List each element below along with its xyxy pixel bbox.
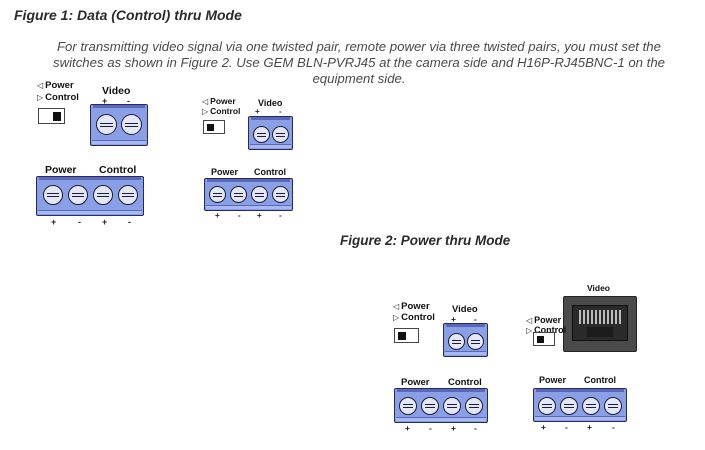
terminal-plus: + xyxy=(257,211,262,220)
terminal-plus: + xyxy=(541,422,546,432)
switch-label-control: ▷Control xyxy=(202,106,241,116)
rj45-jack-icon xyxy=(563,296,637,352)
terminal-minus: - xyxy=(565,422,568,432)
fig2-equipment-side-group: Video ◁Power ▷Control Power Control + - … xyxy=(0,0,637,432)
screw-icon xyxy=(43,185,63,205)
switch-label-power: ◁Power xyxy=(202,96,236,106)
screw-icon xyxy=(253,126,270,143)
screw-icon xyxy=(68,185,88,205)
screw-icon xyxy=(118,185,138,205)
terminal-minus: - xyxy=(279,211,282,220)
power-header: Power xyxy=(401,377,430,388)
fig1-camera-side-group: ◁Power ▷Control Video + - Power Control … xyxy=(0,0,148,227)
switch-label-control: ▷Control xyxy=(393,312,435,323)
control-header: Control xyxy=(254,167,286,177)
power-header: Power xyxy=(45,164,77,176)
terminal-minus: - xyxy=(238,211,241,220)
screw-icon xyxy=(209,186,226,203)
power-control-terminal-block xyxy=(36,176,144,216)
video-plus: + xyxy=(255,107,260,116)
screw-icon xyxy=(121,114,142,135)
screw-icon xyxy=(272,126,289,143)
mode-switch[interactable] xyxy=(394,328,419,343)
mode-switch[interactable] xyxy=(203,120,225,134)
video-terminal-block xyxy=(443,323,488,357)
screw-icon xyxy=(448,333,465,350)
video-terminal-block xyxy=(90,104,148,146)
screw-icon xyxy=(467,333,484,350)
screw-icon xyxy=(272,186,289,203)
power-control-terminal-block xyxy=(533,388,627,422)
video-terminal-block xyxy=(248,116,293,150)
switch-knob-icon xyxy=(398,332,406,340)
screw-icon xyxy=(465,397,483,415)
mode-switch[interactable] xyxy=(533,332,555,346)
control-header: Control xyxy=(584,375,616,385)
screw-icon xyxy=(538,397,556,415)
video-minus: - xyxy=(127,96,130,106)
video-header: Video xyxy=(587,283,610,293)
power-control-terminal-block xyxy=(394,388,488,423)
figure-2-title: Figure 2: Power thru Mode xyxy=(340,233,511,248)
switch-label-power: ◁Power xyxy=(393,301,430,312)
video-header: Video xyxy=(102,85,131,97)
video-plus: + xyxy=(451,314,456,324)
terminal-plus: + xyxy=(102,217,108,227)
mode-switch[interactable] xyxy=(38,108,65,124)
screw-icon xyxy=(443,397,461,415)
description-line-3: equipment side. xyxy=(312,71,406,86)
switch-label-control: ▷Control xyxy=(526,325,567,335)
switch-knob-icon xyxy=(207,124,214,131)
terminal-minus: - xyxy=(429,423,432,433)
control-header: Control xyxy=(448,377,482,388)
terminal-minus: - xyxy=(128,217,131,227)
fig2-camera-side-group: ◁Power ▷Control Video + - Power Control … xyxy=(0,0,488,433)
terminal-minus: - xyxy=(78,217,81,227)
screw-icon xyxy=(93,185,113,205)
figure-1-title: Figure 1: Data (Control) thru Mode xyxy=(14,7,242,23)
video-minus: - xyxy=(474,314,477,324)
terminal-minus: - xyxy=(612,422,615,432)
terminal-plus: + xyxy=(405,423,410,433)
video-header: Video xyxy=(452,304,478,315)
description-line-1: For transmitting video signal via one tw… xyxy=(57,39,661,54)
power-header: Power xyxy=(211,167,239,177)
switch-label-power: ◁Power xyxy=(37,80,74,91)
screw-icon xyxy=(604,397,622,415)
switch-label-control: ▷Control xyxy=(37,92,79,103)
description-line-2: switches as shown in Figure 2. Use GEM B… xyxy=(52,55,666,70)
fig1-equipment-side-group: ◁Power ▷Control Video + - Power Control … xyxy=(0,0,293,220)
switch-knob-icon xyxy=(537,336,544,343)
screw-icon xyxy=(251,186,268,203)
screw-icon xyxy=(230,186,247,203)
switch-label-power: ◁Power xyxy=(526,315,562,325)
screw-icon xyxy=(560,397,578,415)
power-header: Power xyxy=(539,375,567,385)
power-control-terminal-block xyxy=(204,178,293,211)
video-header: Video xyxy=(258,98,283,108)
terminal-plus: + xyxy=(587,422,592,432)
terminal-plus: + xyxy=(451,423,456,433)
screw-icon xyxy=(421,397,439,415)
screw-icon xyxy=(399,397,417,415)
terminal-plus: + xyxy=(215,211,220,220)
screw-icon xyxy=(582,397,600,415)
video-minus: - xyxy=(279,107,282,116)
terminal-plus: + xyxy=(51,217,57,227)
screw-icon xyxy=(96,114,117,135)
terminal-minus: - xyxy=(474,423,477,433)
control-header: Control xyxy=(99,164,137,176)
figure-1-description: For transmitting video signal via one tw… xyxy=(14,39,704,87)
video-plus: + xyxy=(102,96,108,106)
switch-knob-icon xyxy=(53,112,61,121)
